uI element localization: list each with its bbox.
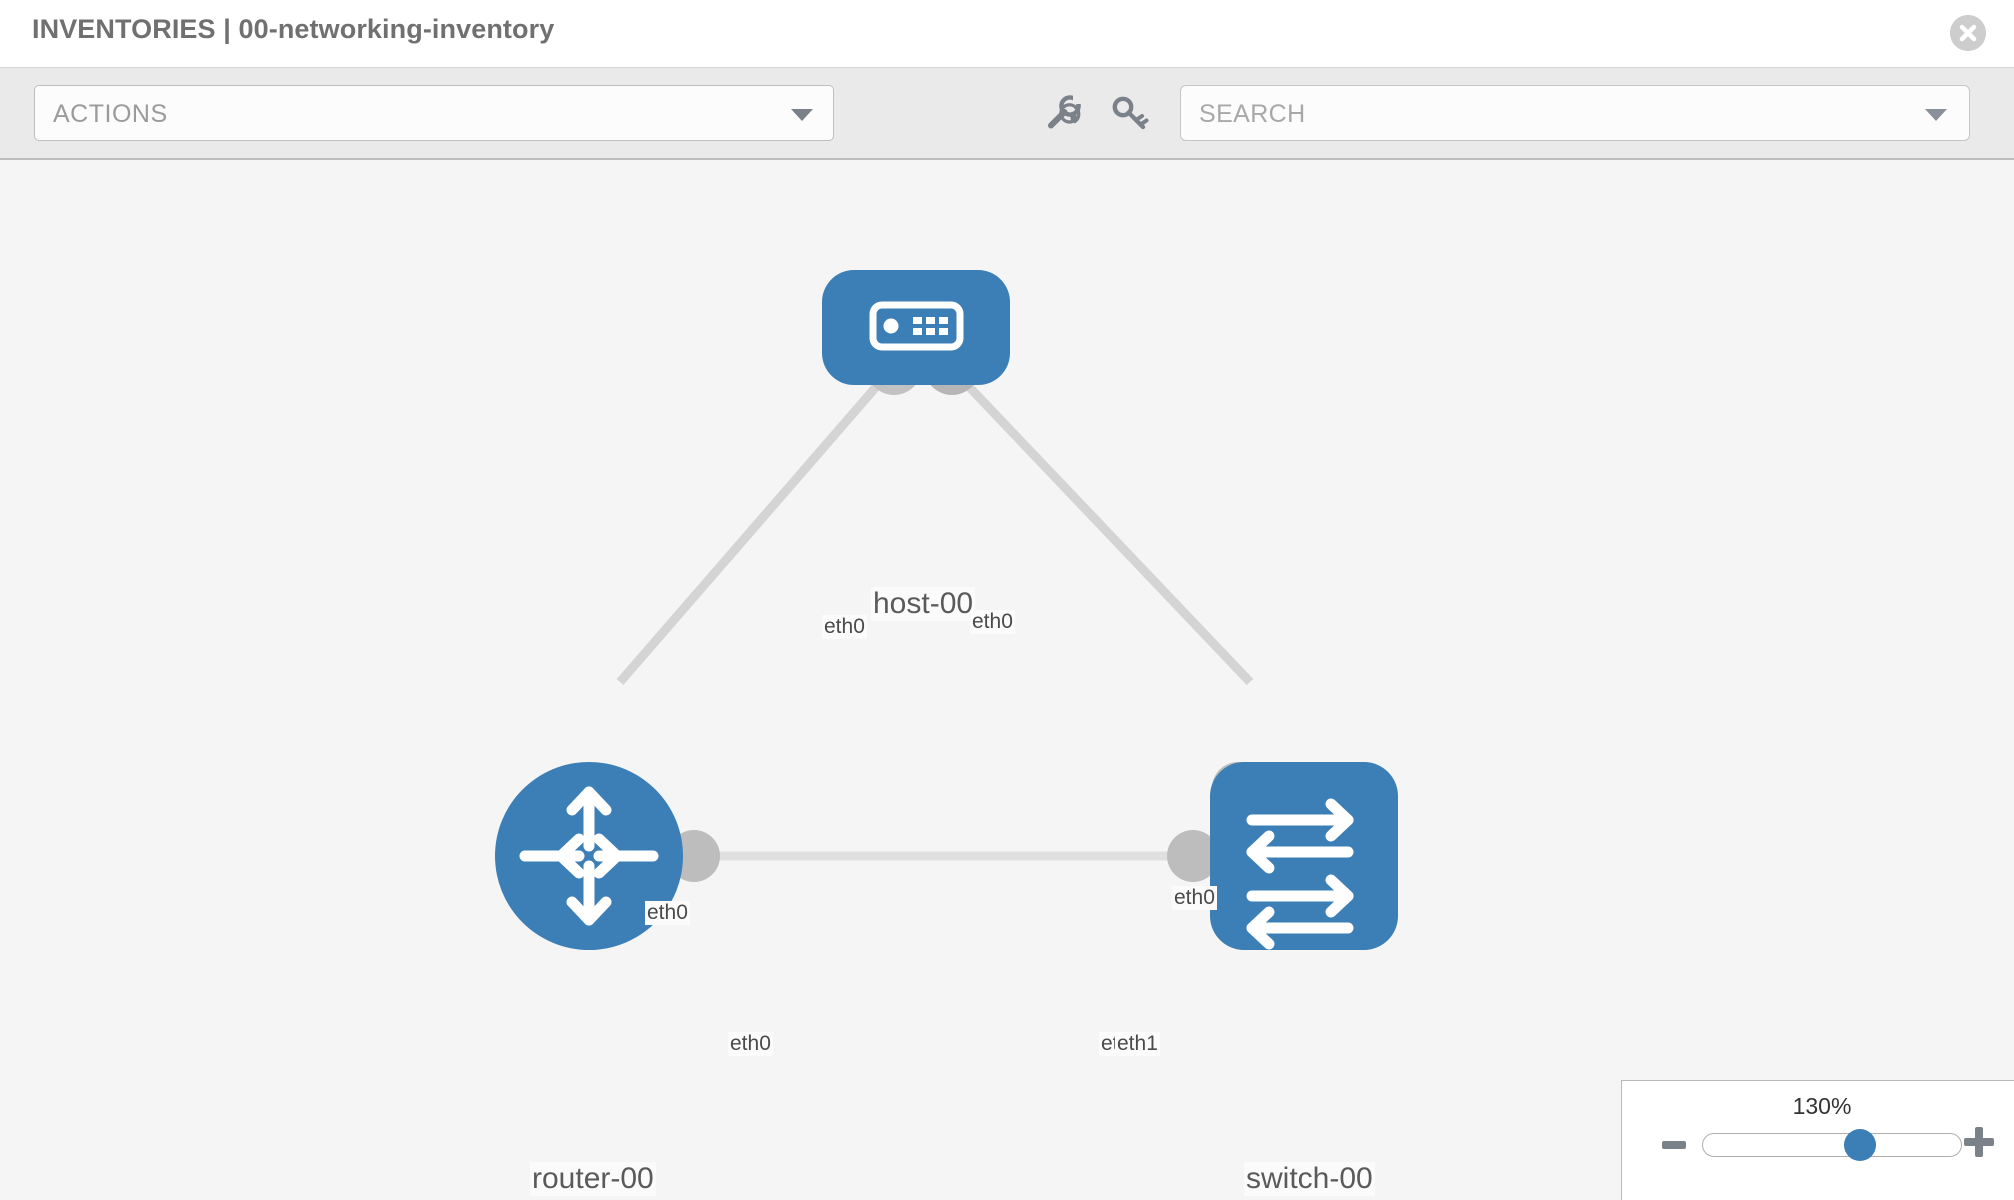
node-switch-00[interactable] xyxy=(1210,762,1398,950)
minus-icon[interactable] xyxy=(1660,1131,1688,1159)
link-host00-router00[interactable] xyxy=(616,369,893,685)
port-switch00-eth1[interactable] xyxy=(1167,830,1219,882)
zoom-control-panel: 130% xyxy=(1621,1080,2014,1200)
node-label-switch-00: switch-00 xyxy=(1244,1162,1375,1196)
topology-graph xyxy=(495,270,1398,950)
port-label-host00-eth0-left: eth0 xyxy=(822,615,867,639)
port-label-host00-eth0-right: eth0 xyxy=(970,610,1015,634)
server-icon xyxy=(869,301,964,351)
page-title: INVENTORIES | 00-networking-inventory xyxy=(32,14,555,44)
minus-glyph xyxy=(1662,1141,1686,1149)
port-label-switch00-uplink-eth0: eth0 xyxy=(1172,886,1217,910)
zoom-level-value: 130% xyxy=(1792,1093,1852,1119)
zoom-slider-thumb[interactable] xyxy=(1844,1129,1876,1161)
node-label-router-00: router-00 xyxy=(530,1162,656,1196)
link-host00-switch00[interactable] xyxy=(951,368,1254,686)
page-header: INVENTORIES | 00-networking-inventory xyxy=(0,0,2014,68)
key-glyph xyxy=(1112,96,1149,130)
topology-links xyxy=(616,368,1254,861)
chevron-down-icon[interactable] xyxy=(1925,109,1947,121)
port-label-router00-eth0: eth0 xyxy=(728,1032,773,1056)
node-host-00[interactable] xyxy=(822,270,1010,385)
search-placeholder: SEARCH xyxy=(1199,100,1306,128)
search-input[interactable]: SEARCH xyxy=(1180,85,1970,141)
switch-arrows-icon xyxy=(1246,798,1354,950)
router-arrows-icon xyxy=(519,786,659,926)
node-router-00[interactable] xyxy=(495,762,683,950)
close-icon[interactable] xyxy=(1950,15,1986,51)
node-label-host-00: host-00 xyxy=(871,587,976,621)
actions-dropdown-label: ACTIONS xyxy=(53,100,168,128)
plus-glyph xyxy=(1964,1127,1994,1157)
port-label-switch00-eth1: eth1 xyxy=(1115,1032,1160,1056)
topology-canvas[interactable]: host-00 router-00 switch-00 eth0 eth0 et… xyxy=(0,162,2014,1200)
wrench-icon[interactable] xyxy=(1042,92,1086,136)
wrench-glyph xyxy=(1048,95,1082,129)
close-glyph xyxy=(1950,15,1986,51)
zoom-slider-track[interactable] xyxy=(1702,1133,1962,1157)
actions-dropdown[interactable]: ACTIONS xyxy=(34,85,834,141)
chevron-down-icon xyxy=(791,109,813,121)
key-icon[interactable] xyxy=(1108,92,1152,136)
plus-icon[interactable] xyxy=(1962,1125,1996,1159)
port-label-router00-uplink-eth0: eth0 xyxy=(645,901,690,925)
